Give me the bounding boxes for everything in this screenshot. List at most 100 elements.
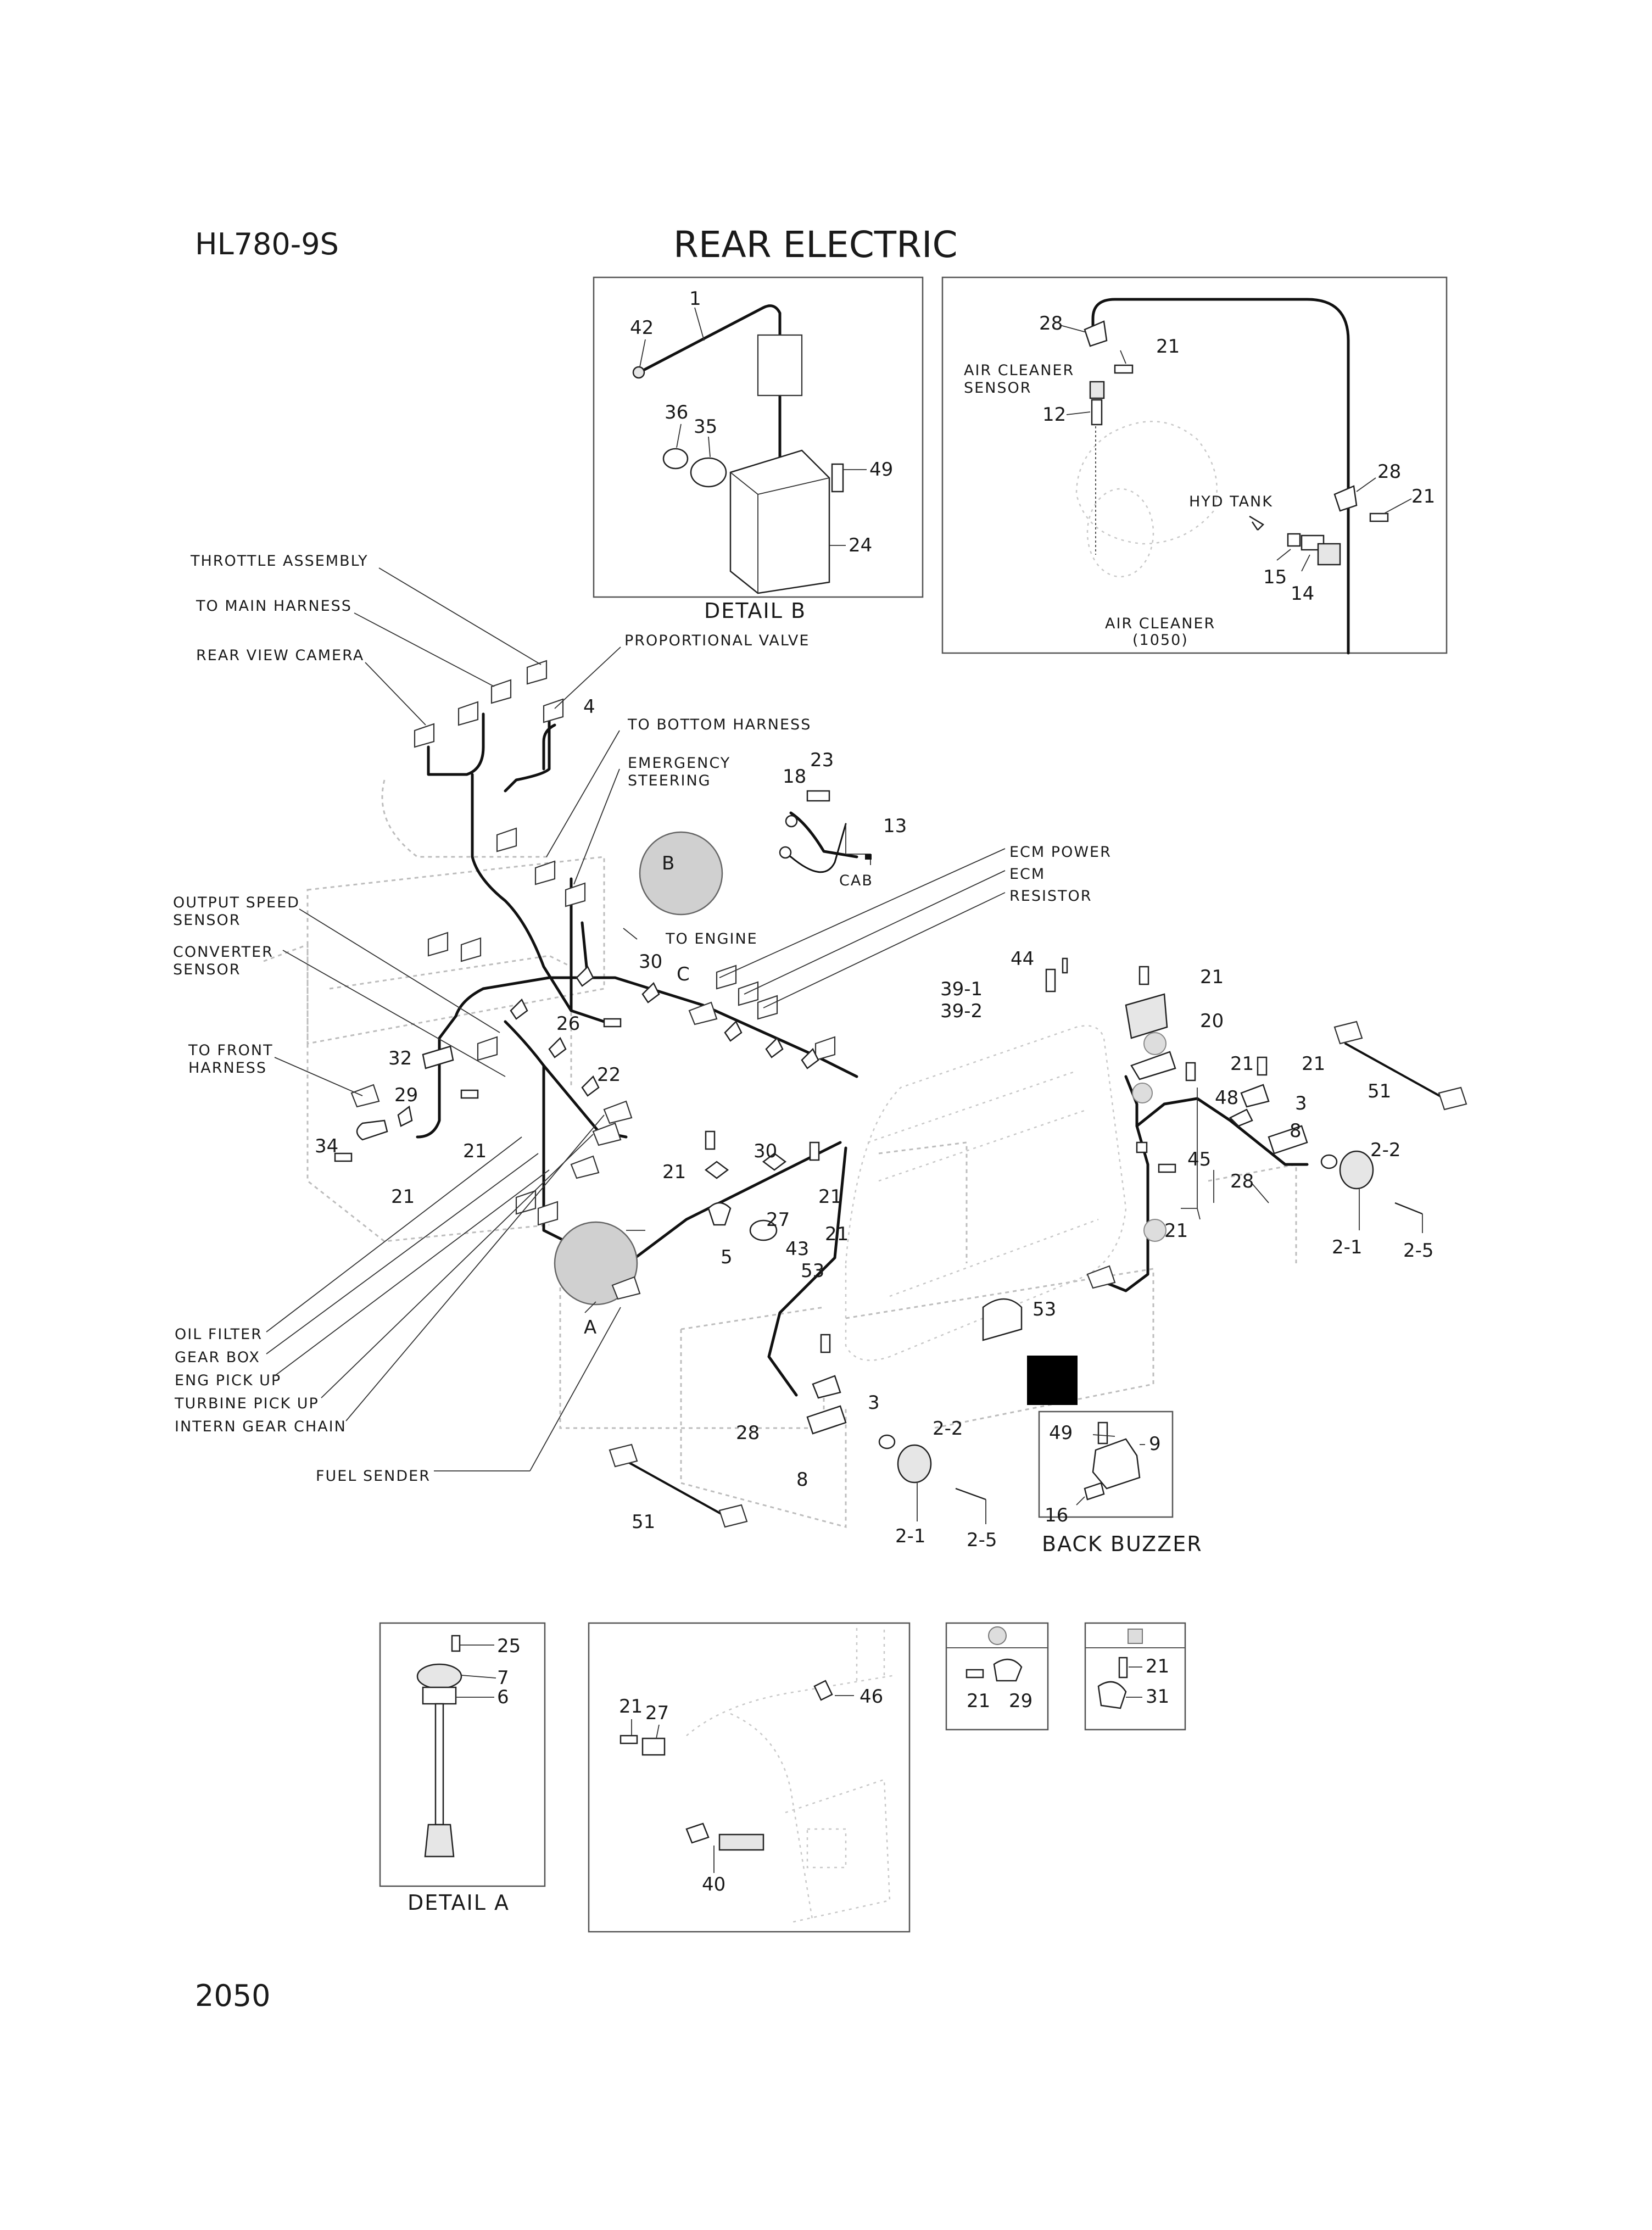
label-output-speed-sensor: OUTPUT SPEED	[173, 894, 300, 911]
ring-terminal-icon	[356, 1119, 388, 1141]
clamp-icon	[707, 1202, 732, 1226]
marker-a-label: A	[584, 1317, 596, 1339]
bolt-icon	[1138, 966, 1149, 985]
marker-c-label: C	[677, 963, 690, 985]
ref-30: 30	[639, 951, 662, 973]
ref-9: 9	[1149, 1433, 1161, 1455]
clamp-icon	[704, 1161, 729, 1179]
label-throttle-assembly: THROTTLE ASSEMBLY	[190, 553, 369, 570]
ref-21: 21	[1200, 966, 1224, 988]
model-code: HL780-9S	[195, 227, 339, 261]
bolt-icon	[806, 790, 830, 802]
ref-13: 13	[883, 815, 907, 837]
bolt-icon	[965, 1669, 984, 1679]
connector-icon	[496, 827, 517, 852]
ref-44: 44	[1011, 948, 1034, 970]
ref-35: 35	[694, 416, 717, 438]
ref-42: 42	[630, 317, 654, 339]
clamp-icon	[724, 1020, 743, 1042]
ref-3: 3	[1295, 1092, 1307, 1114]
p-clip-icon	[1097, 1681, 1127, 1709]
ref-21: 21	[1146, 1655, 1169, 1677]
label-cab: CAB	[839, 872, 873, 889]
connector-icon	[565, 882, 586, 907]
connector-icon	[477, 1036, 498, 1061]
ref-22: 22	[597, 1064, 621, 1086]
ref-4: 4	[583, 696, 595, 718]
connector-icon	[685, 1822, 710, 1844]
circle-symbol-icon	[988, 1626, 1007, 1645]
clamp-icon	[1229, 1108, 1253, 1127]
connector-icon	[457, 701, 479, 726]
label-oil-filter: OIL FILTER	[175, 1326, 263, 1343]
grommet-icon	[749, 1219, 778, 1241]
ref-36: 36	[665, 402, 688, 423]
bolt-icon	[831, 463, 844, 493]
connector-icon	[537, 1201, 559, 1226]
screw-icon	[1394, 1202, 1423, 1215]
connector-icon	[570, 1155, 600, 1179]
grommet-icon	[632, 366, 645, 379]
ref-29: 29	[394, 1084, 418, 1106]
cab-ground-cable	[779, 790, 872, 873]
ref-18: 18	[783, 766, 806, 788]
ref-21: 21	[1302, 1053, 1325, 1075]
label-rear-view-camera: REAR VIEW CAMERA	[196, 647, 364, 664]
harness-connectors	[350, 660, 1116, 1300]
detail-b-panel: 1 42 36 35 49 24 DETAIL B	[593, 276, 924, 623]
ref-21: 21	[818, 1186, 842, 1208]
label-output-speed-sensor-2: SENSOR	[173, 912, 241, 929]
ref-28: 28	[736, 1422, 760, 1444]
clamp-icon	[813, 1680, 833, 1701]
ref-53: 53	[801, 1260, 824, 1282]
ref-32: 32	[388, 1047, 412, 1069]
washer-icon	[1136, 1141, 1148, 1153]
label-to-front-harness-2: HARNESS	[188, 1060, 267, 1077]
clip-icon	[1084, 320, 1108, 347]
bolt-icon	[705, 1130, 716, 1150]
sender-flange-icon	[422, 1686, 457, 1705]
ref-43: 43	[785, 1238, 809, 1260]
clamp-icon	[581, 1075, 600, 1097]
ref-7: 7	[497, 1667, 509, 1689]
ref-49: 49	[1049, 1422, 1073, 1444]
connector-icon	[738, 981, 759, 1006]
ref-5: 5	[721, 1246, 733, 1268]
connector-icon	[1086, 1265, 1116, 1289]
ref-25: 25	[497, 1635, 521, 1657]
back-lamp-icon	[897, 1444, 932, 1484]
ref-45: 45	[1187, 1149, 1211, 1170]
ref-24: 24	[849, 534, 872, 556]
main-fasteners	[334, 957, 1423, 1501]
seal-ring-icon	[662, 448, 689, 470]
ref-28: 28	[1377, 461, 1401, 483]
callout-labels: THROTTLE ASSEMBLY TO MAIN HARNESS REAR V…	[173, 553, 1110, 1485]
ref-46: 46	[860, 1686, 883, 1708]
air-cleaner-caption: AIR CLEANER	[1105, 615, 1215, 632]
label-to-bottom-harness: TO BOTTOM HARNESS	[627, 716, 811, 733]
clamp-icon	[576, 965, 594, 987]
ref-53: 53	[1032, 1298, 1056, 1320]
bolt-icon	[1369, 512, 1389, 522]
ref-39-2: 39-2	[940, 1000, 983, 1022]
bolt-icon	[1097, 1421, 1108, 1445]
controller-box-icon	[729, 449, 830, 594]
label-intern-gear-chain: INTERN GEAR CHAIN	[175, 1418, 347, 1435]
bracket-icon	[806, 1405, 847, 1435]
sensor-connector-icon	[1317, 543, 1341, 566]
detail-a-caption: DETAIL A	[408, 1891, 510, 1915]
sensor-body-icon	[1089, 381, 1105, 399]
connector-cap-icon	[690, 457, 727, 488]
machine-frame-ghost	[263, 779, 1297, 1528]
detail-a-panel: 25 7 6 DETAIL A	[379, 1622, 546, 1915]
marker-b-label: B	[662, 852, 674, 874]
back-buzzer-panel: 49 9 16 BACK BUZZER	[1038, 1411, 1202, 1556]
page-title: REAR ELECTRIC	[673, 224, 958, 266]
ref-21: 21	[825, 1223, 849, 1245]
engine-detail-panel: 46 21 27 40	[588, 1622, 911, 1933]
legend-circle-clamp	[1143, 1219, 1167, 1242]
sender-float-icon	[424, 1824, 455, 1858]
ref-30: 30	[754, 1140, 777, 1162]
ref-29: 29	[1009, 1690, 1032, 1712]
